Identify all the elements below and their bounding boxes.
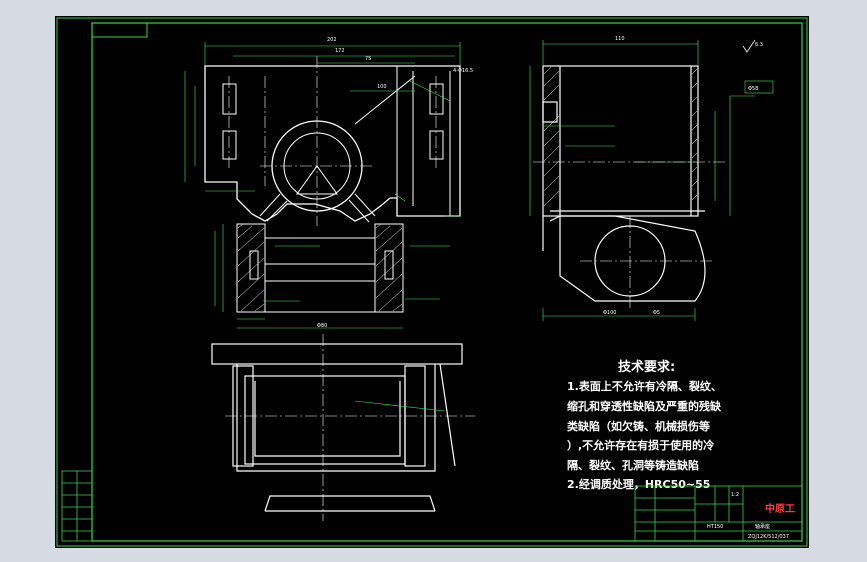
titleblock-scale: 1:2 — [731, 492, 739, 498]
tech-req-line-1: 1.表面上不允许有冷隔、裂纹、 — [567, 379, 722, 393]
outer-border — [56, 17, 808, 547]
tech-requirements: 技术要求: 1.表面上不允许有冷隔、裂纹、 缩孔和穿透性缺陷及严重的残缺 类缺陷… — [567, 359, 722, 491]
side-hatch — [543, 66, 698, 207]
dim-side-bottom-width: Φ5 — [653, 310, 660, 316]
drawing-canvas: 202 172 75 100 4-Φ16.5 Φ80 — [56, 17, 808, 547]
section-dims — [214, 224, 450, 329]
side-lower-centerlines — [580, 216, 715, 311]
plan-view — [211, 343, 463, 512]
tech-req-title: 技术要求: — [618, 359, 675, 375]
dim-front-top-overall: 202 — [327, 37, 337, 43]
section-hatch — [237, 223, 403, 312]
dim-side-right-dia: Φ58 — [748, 86, 758, 92]
side-view — [542, 65, 705, 217]
titleblock-part-name: 轴承座 — [755, 523, 770, 530]
roughness-symbol: 6.3 — [742, 39, 763, 53]
dim-side-top: 110 — [615, 36, 625, 42]
top-left-code-box — [91, 22, 148, 38]
svg-text:6.3: 6.3 — [755, 42, 763, 48]
dim-front-hole-note: 4-Φ16.5 — [453, 68, 473, 74]
tech-req-line-6: 2.经调质处理，HRC50~55 — [567, 477, 710, 491]
dim-front-top-inner: 172 — [335, 48, 345, 54]
titleblock-company: 中原工 — [765, 502, 795, 515]
section-view — [236, 223, 404, 313]
tech-req-line-3: 类缺陷（如欠铸、机械损伤等 — [567, 419, 710, 433]
front-view — [204, 65, 461, 223]
front-view-centerlines — [228, 56, 437, 226]
cad-drawing-sheet: 202 172 75 100 4-Φ16.5 Φ80 — [55, 16, 809, 548]
tech-req-line-4: ）,不允许存在有损于使用的冷 — [567, 438, 714, 452]
front-view-dims — [184, 42, 461, 217]
inner-border — [91, 22, 803, 542]
titleblock-material: HT150 — [707, 524, 723, 530]
dim-front-top-small: 100 — [377, 84, 387, 90]
plan-view-centerlines — [225, 334, 475, 521]
title-block — [634, 485, 803, 542]
dim-bottom-width: Φ100 — [603, 310, 616, 316]
side-lower-dims — [542, 308, 696, 321]
dim-section-width: Φ80 — [317, 323, 327, 329]
plan-view-dims — [354, 400, 446, 412]
left-strip-table — [61, 470, 93, 542]
dim-front-top-right: 75 — [365, 56, 371, 62]
tech-req-line-5: 隔、裂纹、孔洞等铸造缺陷 — [567, 458, 699, 472]
tech-req-line-2: 缩孔和穿透性缺陷及严重的残缺 — [567, 399, 722, 413]
side-lower-view — [542, 215, 706, 302]
titleblock-drawing-no: ZQJ12K/512/037 — [748, 534, 789, 540]
